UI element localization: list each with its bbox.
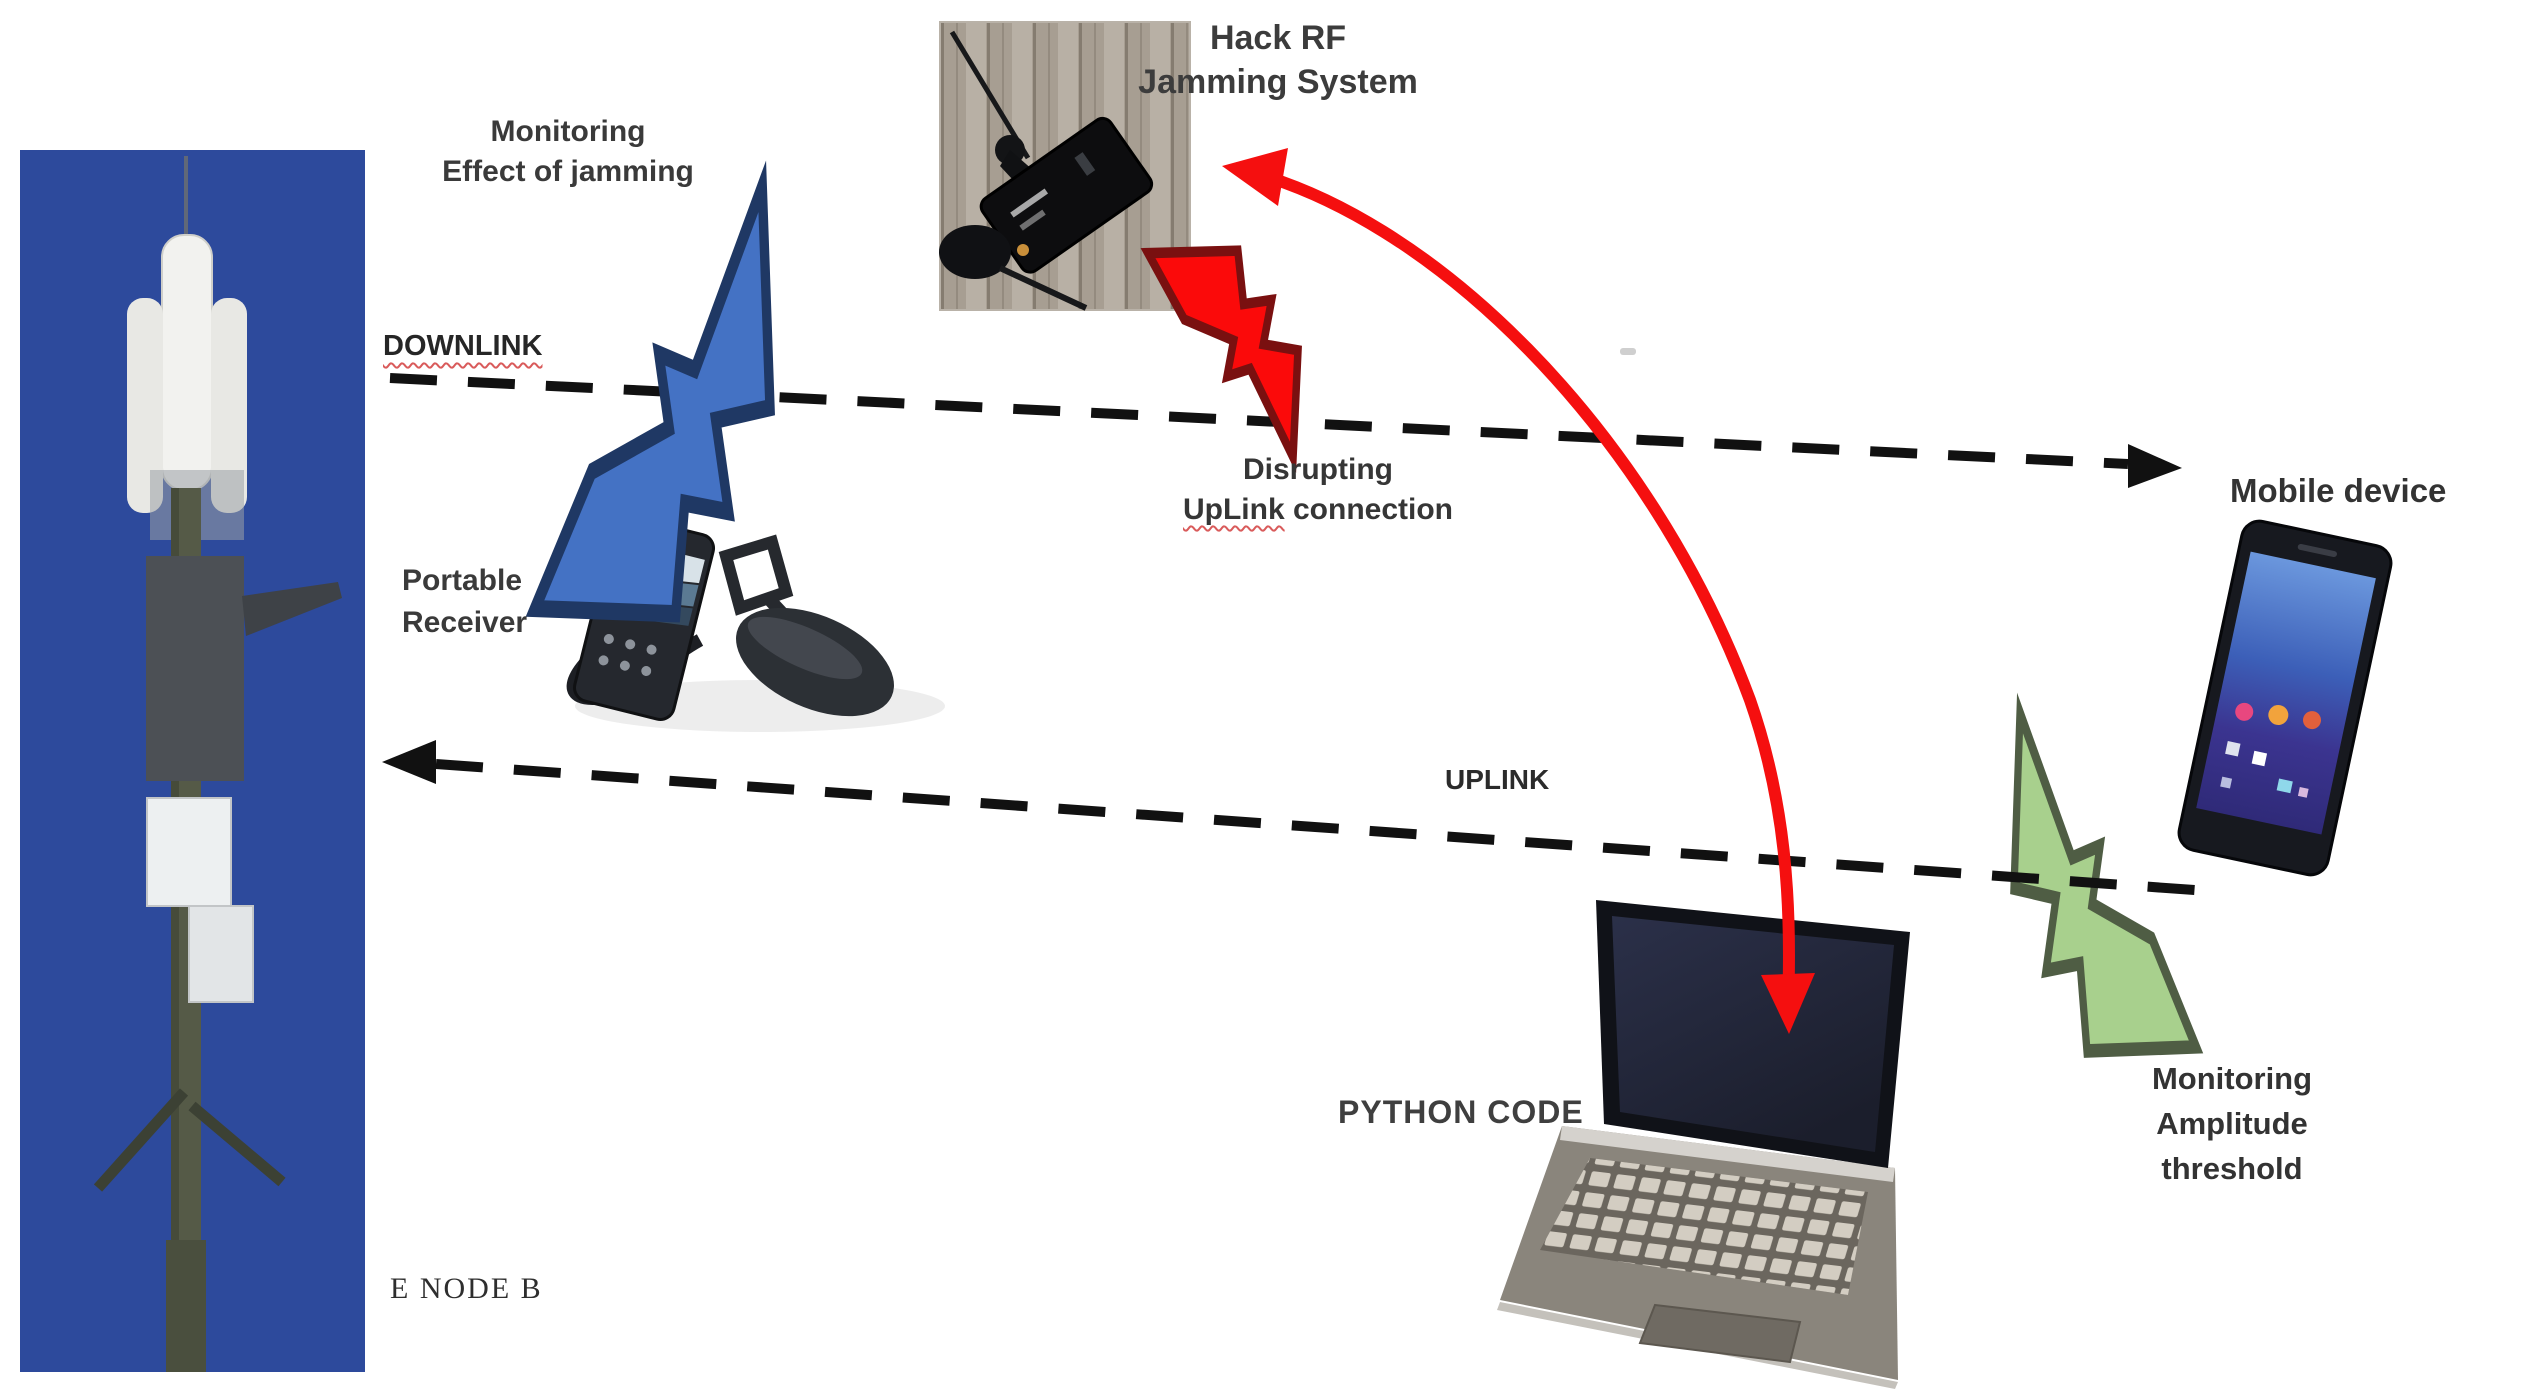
red-curved-arrow [1222, 148, 1815, 1034]
tower-antenna-right [211, 298, 247, 513]
tower-equipment-cluster [146, 556, 244, 781]
amplitude-line1: Monitoring [2151, 1061, 2313, 1096]
receiver-key2 [625, 639, 636, 650]
receiver-key4 [598, 655, 609, 666]
tower-antenna-left [127, 298, 163, 513]
monitoring-amplitude-label: Monitoring Amplitude threshold [2152, 1056, 2312, 1191]
laptop-screen [1612, 916, 1894, 1152]
phone-icon-red [2302, 711, 2321, 730]
python-code-label: PYTHON CODE [1338, 1094, 1584, 1130]
phone-icon-small1 [2220, 776, 2233, 789]
tower-antenna-center [161, 234, 213, 491]
downlink-dashed-arrow [389, 373, 2182, 488]
receiver-shovel-highlight [747, 616, 863, 680]
uplink-word: UpLink [1182, 493, 1285, 526]
artifact-smudge [1620, 348, 1636, 355]
connection-word: connection [1284, 493, 1454, 526]
red-lightning-icon [1148, 251, 1298, 458]
disrupting-line2: UpLink connection [1183, 490, 1453, 530]
receiver-key3 [646, 644, 657, 655]
disrupting-line1: Disrupting [1242, 453, 1393, 486]
phone-icon-pink [2235, 702, 2254, 721]
portable-line1: Portable [402, 564, 523, 597]
disrupting-label: Disrupting UpLink connection [1183, 450, 1453, 530]
phone-icon-small2 [2297, 787, 2309, 798]
tower-strut-right [188, 1101, 286, 1187]
hackrf-label: Hack RF Jamming System [1138, 16, 1418, 104]
phone-icon-white [2251, 750, 2268, 767]
uplink-arrowhead-icon [382, 740, 436, 784]
hackrf-label-line2: Jamming System [1138, 63, 1418, 101]
hackrf-board-print2 [1019, 209, 1046, 231]
hackrf-cable [998, 265, 1088, 311]
tower-base [166, 1240, 206, 1372]
downlink-line [389, 373, 2129, 469]
red-arrowhead-top-icon [1222, 148, 1288, 206]
hackrf-label-line1: Hack RF [1209, 19, 1347, 57]
phone-icon-grey [2225, 741, 2241, 757]
red-curve-path [1233, 162, 1796, 1006]
uplink-line [435, 759, 2223, 897]
phone-icon-teal [2276, 778, 2293, 794]
receiver-key1 [603, 634, 614, 645]
receiver-key6 [641, 666, 652, 677]
laptop-hinge-strip [1560, 1126, 1895, 1182]
tower-box-upper [146, 797, 232, 907]
enodeb-label: E NODE B [390, 1272, 543, 1305]
hackrf-board-print1 [1010, 188, 1049, 218]
laptop-touchpad [1638, 1303, 1802, 1364]
portable-line2: Receiver [402, 606, 528, 639]
phone-icon-orange [2268, 704, 2289, 725]
tower-strut-left [93, 1088, 189, 1192]
phone-earpiece [2297, 543, 2338, 558]
cell-tower-photo [20, 150, 365, 1372]
laptop-keys [1540, 1158, 1868, 1295]
mobile-device-label: Mobile device [2230, 472, 2447, 509]
tower-box-lower [188, 905, 254, 1003]
receiver-key5 [619, 660, 630, 671]
portable-receiver-label: Portable Receiver [402, 560, 527, 644]
monitoring-effect-label: Monitoring Effect of jamming [442, 112, 694, 192]
hackrf-gold-connector [1017, 244, 1029, 256]
downlink-arrowhead-icon [2128, 444, 2182, 488]
red-arrowhead-bottom-icon [1761, 973, 1815, 1034]
receiver-shovel-grip [718, 534, 794, 616]
monitoring-effect-line1: Monitoring [490, 115, 646, 148]
hackrf-photo [939, 21, 1191, 311]
amplitude-line3: threshold [2161, 1151, 2303, 1186]
uplink-dashed-arrow [382, 740, 2223, 897]
tower-arm [242, 582, 342, 636]
downlink-label: DOWNLINK [383, 330, 543, 362]
tower-pole-shadow [171, 488, 179, 1372]
hackrf-sma-port [1074, 152, 1096, 176]
amplitude-line2: Amplitude [2156, 1106, 2308, 1141]
laptop-photo [1497, 900, 1910, 1389]
mobile-phone-photo [2177, 519, 2393, 877]
uplink-label: UPLINK [1445, 764, 1550, 795]
phone-screen [2196, 551, 2376, 835]
monitoring-effect-line2: Effect of jamming [442, 155, 694, 188]
hackrf-antenna-base [939, 225, 1011, 279]
